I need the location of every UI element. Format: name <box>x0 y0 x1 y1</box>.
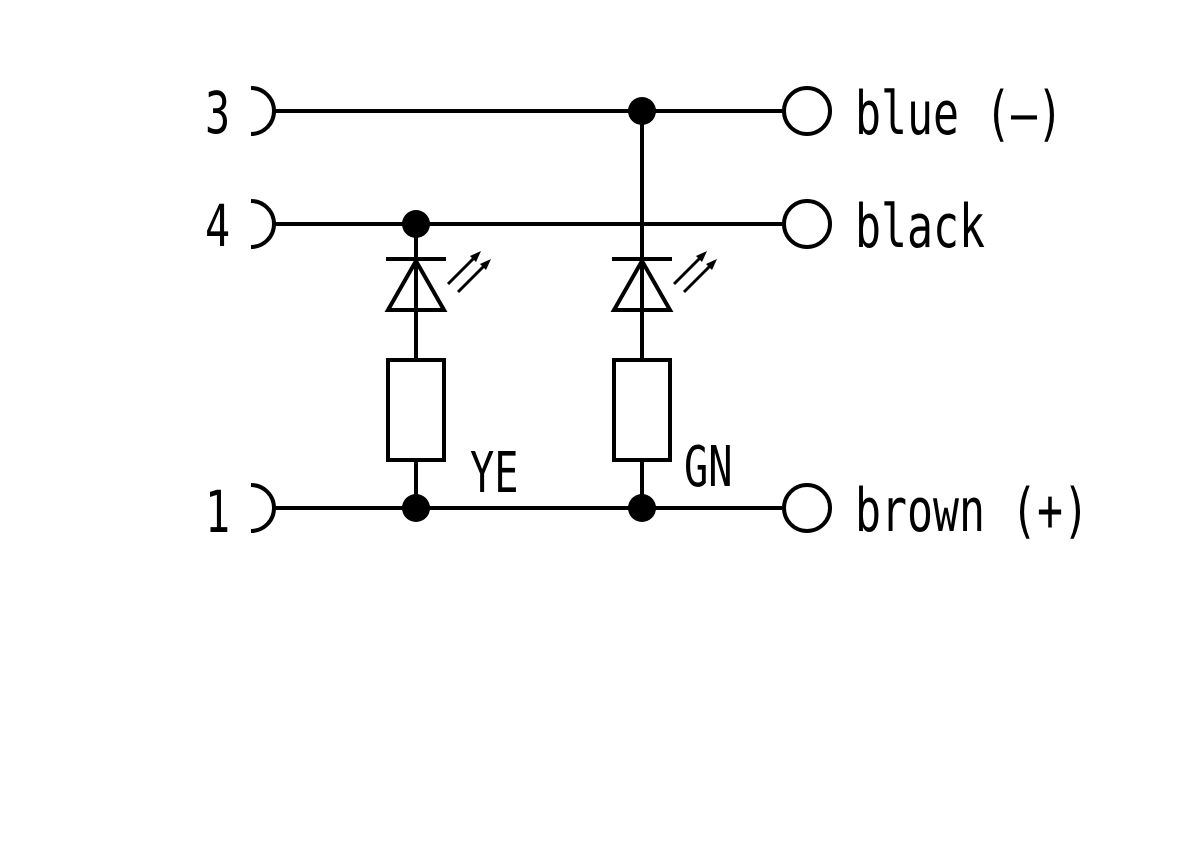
gn-label: GN <box>684 434 733 499</box>
wire-label-blue: blue (–) <box>855 79 1063 149</box>
pin-3-socket-icon <box>250 86 276 136</box>
ye-label: YE <box>470 440 519 505</box>
terminal-circle-icon <box>782 199 832 249</box>
pin-1-socket-icon <box>250 483 276 533</box>
gn-light-arrows-icon <box>672 251 717 294</box>
gn-led-branch: GN <box>610 111 733 508</box>
pin-3-connector: 3 <box>205 79 276 147</box>
ye-diode-icon <box>384 256 448 312</box>
ye-led-branch: YE <box>384 224 519 508</box>
terminal-circle-icon <box>782 483 832 533</box>
pin-1-number: 1 <box>205 478 230 546</box>
pin-4-socket-icon <box>250 199 276 249</box>
terminal-black: black <box>782 192 985 262</box>
ye-resistor-icon <box>386 358 446 462</box>
gn-diode-icon <box>610 256 674 312</box>
junction-dot <box>402 494 430 522</box>
gn-resistor-icon <box>612 358 672 462</box>
pin-3-number: 3 <box>205 79 230 147</box>
wire-label-black: black <box>855 192 985 262</box>
pin-4-number: 4 <box>205 192 230 260</box>
junction-dot <box>628 494 656 522</box>
wire-label-brown: brown (+) <box>855 476 1089 546</box>
ye-light-arrows-icon <box>446 251 491 294</box>
junction-dot <box>402 210 430 238</box>
terminal-blue: blue (–) <box>782 79 1063 149</box>
pin-4-connector: 4 <box>205 192 276 260</box>
pin-1-connector: 1 <box>205 478 276 546</box>
terminal-brown: brown (+) <box>782 476 1089 546</box>
terminal-circle-icon <box>782 86 832 136</box>
junction-dot <box>628 97 656 125</box>
